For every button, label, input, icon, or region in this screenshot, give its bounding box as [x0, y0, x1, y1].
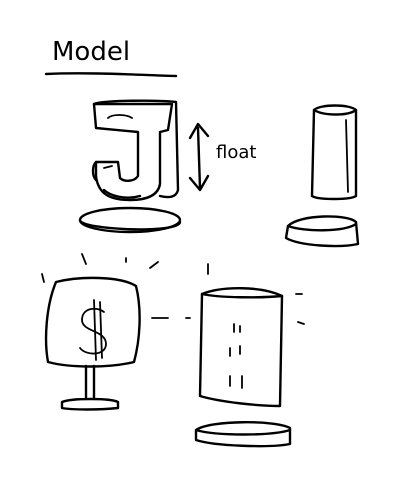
floating-letter-j	[78, 99, 182, 234]
float-arrow	[188, 122, 210, 192]
tower-top	[200, 292, 284, 299]
dollar-symbol	[79, 299, 107, 361]
cylinder-shade	[345, 119, 349, 193]
cylinder-body	[310, 104, 358, 201]
dollar-sign-panel	[44, 276, 141, 368]
cylinder-on-base	[284, 104, 360, 248]
tower-windows	[229, 323, 243, 389]
title-group: Model	[44, 37, 178, 78]
j-inner-line	[103, 114, 133, 169]
title: Model	[52, 37, 130, 67]
j-base-disc-edge	[78, 218, 182, 231]
tower-body	[198, 287, 284, 408]
glowing-tower-above-base	[194, 263, 305, 448]
dollar-stand	[60, 364, 120, 411]
cylinder-base	[284, 215, 360, 248]
j-depth	[91, 99, 180, 199]
title-underline	[44, 72, 178, 78]
dollar-glow-rays	[41, 253, 159, 283]
cylinder-top	[312, 108, 358, 116]
float-label: float	[216, 142, 256, 163]
j-front-face	[92, 102, 174, 202]
glowing-dollar-sign-on-stand	[41, 253, 159, 411]
tower-glow-rays	[207, 263, 305, 325]
tower-base	[194, 421, 292, 448]
float-annotation: float	[188, 122, 256, 192]
